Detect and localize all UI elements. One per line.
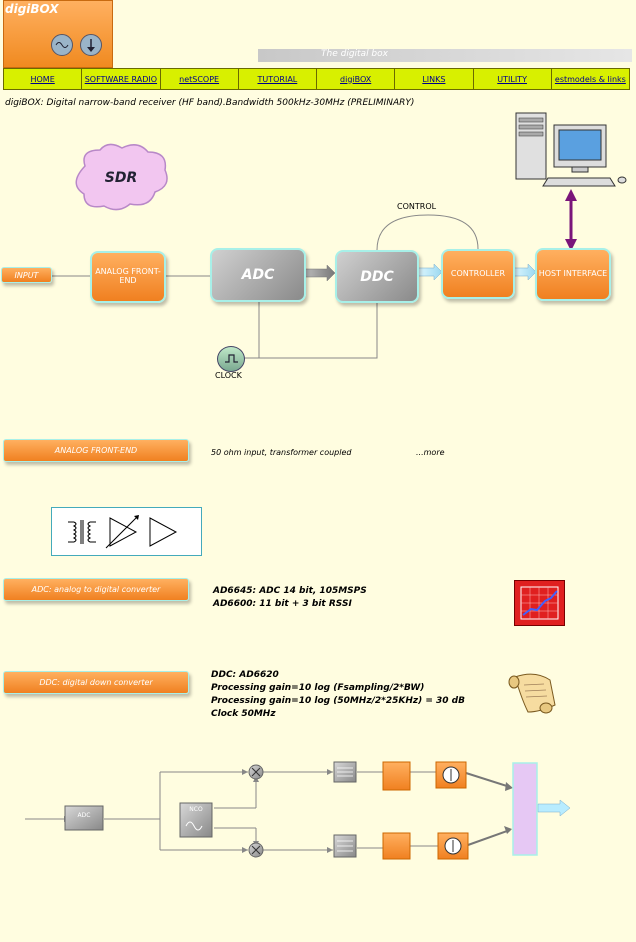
- ddc-adc-label: ADC: [77, 812, 91, 819]
- adc-block: ADC: [210, 248, 306, 302]
- nav-netscope[interactable]: netSCOPE: [161, 69, 239, 89]
- nav-links[interactable]: LINKS: [395, 69, 474, 89]
- clock-label: CLOCK: [215, 371, 242, 380]
- analog-front-end-button[interactable]: ANALOG FRONT-END: [3, 439, 189, 462]
- front-end-description: 50 ohm input, transformer coupled: [211, 448, 352, 457]
- ddc-button[interactable]: DDC: digital down converter: [3, 671, 189, 694]
- clock-icon: [217, 346, 245, 372]
- ddc-block: DDC: [335, 250, 419, 303]
- host-interface-block: HOST INTERFACE: [535, 248, 611, 301]
- front-end-schematic: [51, 507, 202, 556]
- banner-text: The digital box: [321, 49, 388, 59]
- banner-bar: [258, 49, 632, 62]
- nav-digibox[interactable]: digiBOX: [317, 69, 396, 89]
- adc-spec-1: AD6645: ADC 14 bit, 105MSPS: [213, 586, 367, 596]
- adc-spec-2: AD6600: 11 bit + 3 bit RSSI: [213, 599, 352, 609]
- input-block: INPUT: [1, 267, 52, 283]
- nav-utility[interactable]: UTILITY: [474, 69, 552, 89]
- nav-testmodels[interactable]: estmodels & links: [554, 74, 626, 84]
- gauge-knob-icon: [80, 34, 102, 56]
- intro-text: digiBOX: Digital narrow-band receiver (H…: [5, 98, 415, 108]
- ddc-spec-2: Processing gain=10 log (Fsampling/2*BW): [211, 683, 425, 693]
- nav-bar: HOME SOFTWARE RADIO netSCOPE TUTORIAL di…: [3, 68, 630, 90]
- logo-title: digiBOX: [5, 2, 59, 16]
- sine-knob-icon: [51, 34, 73, 56]
- control-label: CONTROL: [397, 202, 437, 211]
- nav-tutorial[interactable]: TUTORIAL: [239, 69, 317, 89]
- sdr-label: SDR: [104, 170, 138, 186]
- ddc-spec-3: Processing gain=10 log (50MHz/2*25KHz) =…: [211, 696, 465, 706]
- nav-home[interactable]: HOME: [4, 69, 83, 89]
- analog-front-end-block: ANALOG FRONT-END: [90, 251, 166, 303]
- nco-label: NCO: [189, 806, 203, 813]
- adc-button[interactable]: ADC: analog to digital converter: [3, 578, 189, 601]
- more-link[interactable]: ...more: [416, 448, 445, 457]
- controller-block: CONTROLLER: [441, 249, 515, 299]
- adc-chart-icon: [514, 580, 565, 626]
- nav-software-radio[interactable]: SOFTWARE RADIO: [82, 69, 161, 89]
- ddc-spec-4: Clock 50MHz: [211, 709, 276, 719]
- ddc-spec-1: DDC: AD6620: [211, 670, 279, 680]
